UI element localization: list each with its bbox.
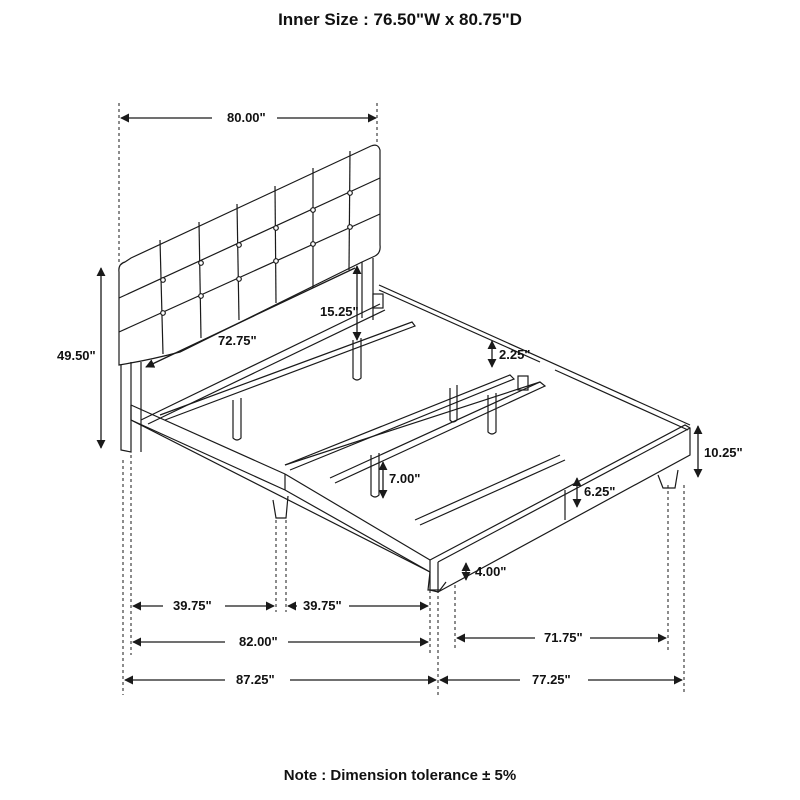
overall-height-label: 49.50" [57,348,96,363]
inner-size-title: Inner Size : 76.50"W x 80.75"D [278,10,522,29]
half-length-right-label: 39.75" [300,599,345,613]
inner-width-label: 71.75" [541,631,586,645]
inner-length-label: 82.00" [236,635,281,649]
headboard-inner-width-label: 72.75" [218,333,257,348]
center-leg-height-label: 7.00" [389,471,421,486]
headboard-width-label: 80.00" [224,111,269,125]
overall-width-label: 77.25" [529,673,574,687]
side-rail-height-label: 6.25" [584,484,616,499]
leg-height-label: 4.00" [475,564,507,579]
overall-length-label: 87.25" [233,673,278,687]
headboard-clearance-label: 15.25" [320,304,359,319]
footboard-height-label: 10.25" [704,445,743,460]
half-length-left-label: 39.75" [170,599,215,613]
tolerance-note: Note : Dimension tolerance ± 5% [283,767,517,784]
rail-to-slat-label: 2.25" [499,347,531,362]
